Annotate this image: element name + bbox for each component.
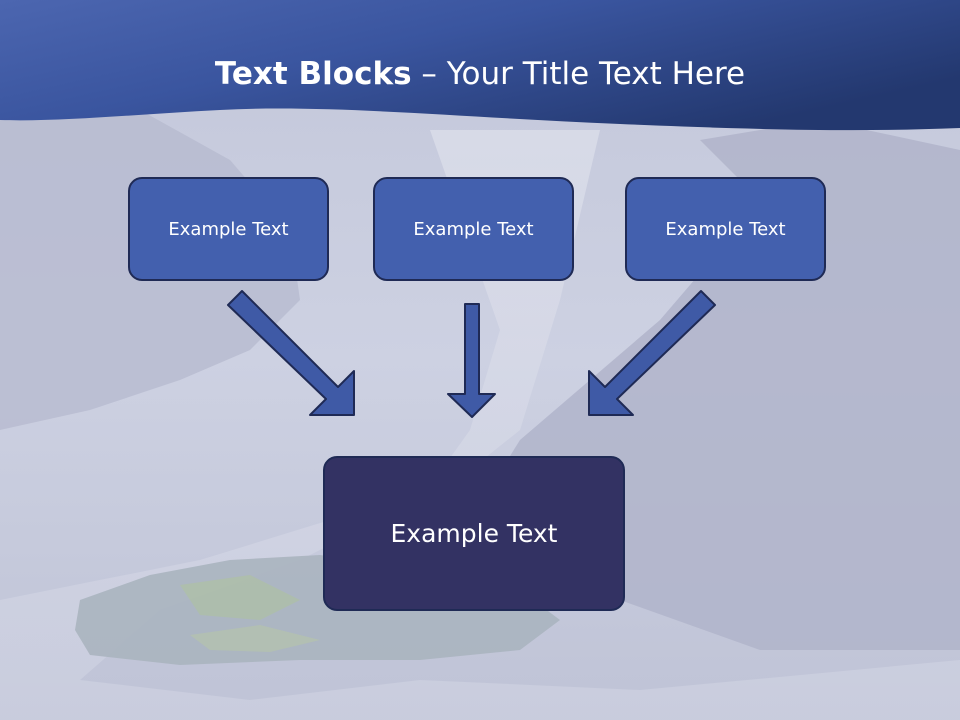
title-rest: Your Title Text Here <box>446 56 746 92</box>
text-block-right[interactable]: Example Text <box>625 177 826 281</box>
text-block-left-label: Example Text <box>168 218 289 240</box>
text-block-center-label: Example Text <box>413 218 534 240</box>
text-block-right-label: Example Text <box>665 218 786 240</box>
title-dash: – <box>421 56 437 92</box>
arrow-down-icon <box>447 303 496 418</box>
arrow-down-right-icon <box>227 290 355 416</box>
arrow-down-left-icon <box>588 290 716 416</box>
title-bold: Text Blocks <box>214 56 412 92</box>
text-block-center[interactable]: Example Text <box>373 177 574 281</box>
slide-title: Text Blocks – Your Title Text Here <box>0 52 960 96</box>
result-text-block-label: Example Text <box>390 519 558 548</box>
text-block-left[interactable]: Example Text <box>128 177 329 281</box>
result-text-block[interactable]: Example Text <box>323 456 625 611</box>
